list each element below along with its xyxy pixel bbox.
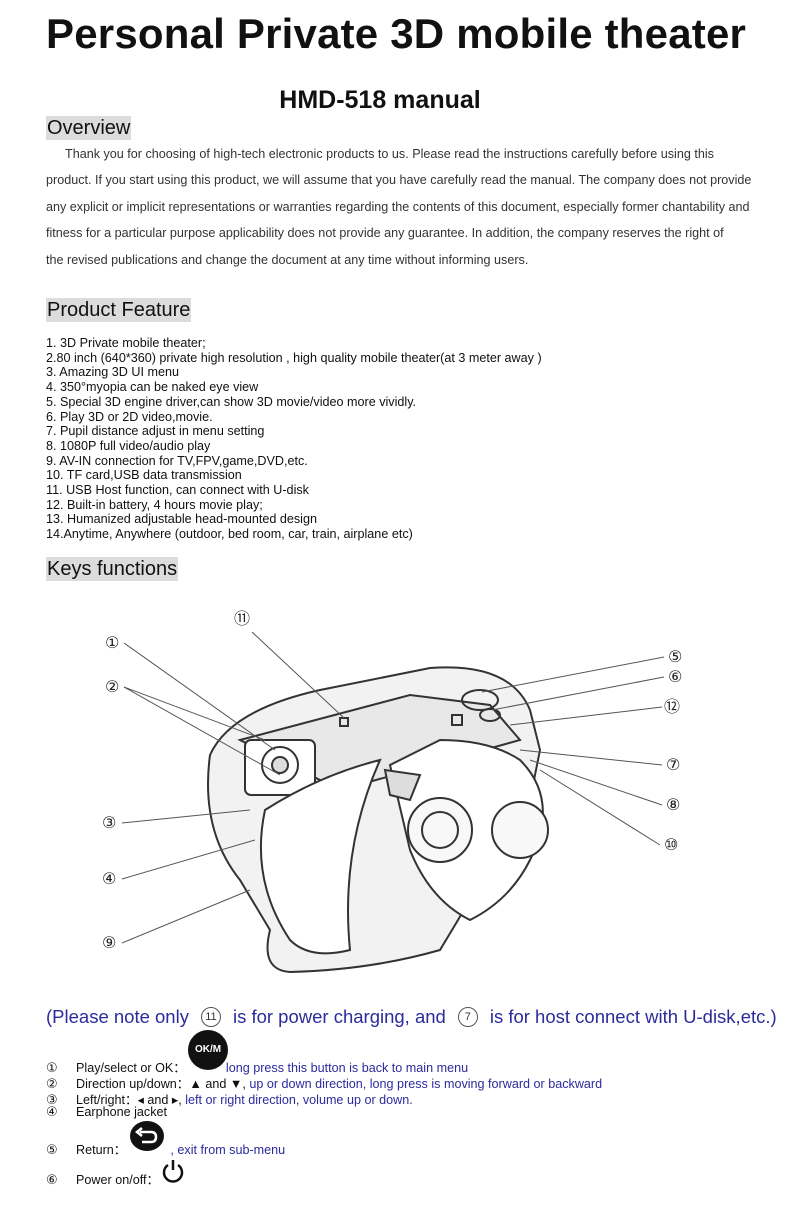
callout-4: ④ xyxy=(102,869,116,888)
callout-8: ⑧ xyxy=(666,795,680,814)
callout-9: ⑨ xyxy=(102,933,116,952)
key-row-4: ④ Earphone jacket xyxy=(46,1105,167,1120)
callout-2: ② xyxy=(105,677,119,696)
overview-line: Thank you for choosing of high-tech elec… xyxy=(65,147,714,161)
callout-7: ⑦ xyxy=(666,755,680,774)
feature-item: 9. AV-IN connection for TV,FPV,game,DVD,… xyxy=(46,453,308,468)
overview-heading: Overview xyxy=(46,116,132,140)
key-row-3: ③ Left/right：◂ and ▸, left or right direc… xyxy=(46,1089,413,1108)
feature-item: 2.80 inch (640*360) private high resolut… xyxy=(46,350,542,365)
key-description: , exit from sub-menu xyxy=(170,1143,286,1157)
power-icon xyxy=(162,1160,184,1183)
feature-item: 3. Amazing 3D UI menu xyxy=(46,365,179,380)
key-number: ① xyxy=(46,1061,58,1076)
note-text-1: (Please note only xyxy=(46,1006,189,1028)
key-label: Play/select or OK： xyxy=(76,1061,186,1075)
overview-line: product. If you start using this product… xyxy=(46,173,752,188)
key-number: ④ xyxy=(46,1105,58,1120)
feature-item: 12. Built-in battery, 4 hours movie play… xyxy=(46,497,263,512)
feature-item: 4. 350°myopia can be naked eye view xyxy=(46,380,259,395)
key-row-1: ① Play/select or OK： long press this butto… xyxy=(46,1057,468,1076)
key-label: Direction up/down：▲ and ▼, xyxy=(76,1077,246,1091)
key-description: long press this button is back to main m… xyxy=(225,1061,469,1075)
headset-diagram: ① ② ③ ④ ⑤ ⑥ ⑦ ⑧ ⑨ ⑩ ⑪ ⑫ xyxy=(102,609,682,974)
callout-leader-lines xyxy=(121,631,665,944)
key-number: ⑤ xyxy=(46,1143,58,1158)
feature-item: 5. Special 3D engine driver,can show 3D … xyxy=(46,394,417,409)
key-label: Power on/off： xyxy=(76,1173,160,1187)
headset-illustration xyxy=(207,666,549,974)
feature-item: 7. Pupil distance adjust in menu setting xyxy=(46,424,265,439)
callout-1: ① xyxy=(105,633,119,652)
feature-item: 1. 3D Private mobile theater; xyxy=(46,336,206,350)
port-11-icon: 11 xyxy=(200,1007,221,1028)
overview-line: any explicit or implicit representations… xyxy=(46,199,750,214)
key-row-2: ② Direction up/down：▲ and ▼, up or down d… xyxy=(46,1073,602,1092)
callout-11: ⑪ xyxy=(234,609,250,628)
feature-item: 8. 1080P full video/audio play xyxy=(46,438,211,453)
key-number: ③ xyxy=(46,1093,58,1108)
return-button-icon xyxy=(130,1121,164,1151)
key-number: ② xyxy=(46,1077,58,1092)
callout-12: ⑫ xyxy=(664,697,680,716)
feature-item: 6. Play 3D or 2D video,movie. xyxy=(46,409,213,424)
product-feature-heading: Product Feature xyxy=(46,298,192,322)
callout-labels: ① ② ③ ④ ⑤ ⑥ ⑦ ⑧ ⑨ ⑩ ⑪ ⑫ xyxy=(102,609,682,952)
callout-6: ⑥ xyxy=(668,667,682,686)
document-subtitle: HMD-518 manual xyxy=(279,86,481,114)
key-description: left or right direction, volume up or do… xyxy=(181,1093,413,1107)
callout-3: ③ xyxy=(102,813,116,832)
keys-functions-heading: Keys functions xyxy=(46,557,179,581)
key-label: Left/right：◂ and ▸, xyxy=(76,1093,182,1107)
note-text-2: is for power charging, and xyxy=(232,1006,446,1028)
key-row-5: ⑤ Return： , exit from sub-menu xyxy=(46,1139,285,1158)
callout-5: ⑤ xyxy=(668,647,682,666)
feature-item: 11. USB Host function, can connect with … xyxy=(46,483,309,498)
feature-item: 14.Anytime, Anywhere (outdoor, bed room,… xyxy=(46,527,413,542)
key-description: up or down direction, long press is movi… xyxy=(245,1077,603,1091)
feature-item: 13. Humanized adjustable head-mounted de… xyxy=(46,512,317,527)
ok-menu-button-icon: OK/M xyxy=(188,1030,228,1070)
port-7-icon: 7 xyxy=(457,1007,478,1028)
overview-line: the revised publications and change the … xyxy=(46,252,529,267)
charging-note: (Please note only 11 is for power charging… xyxy=(46,1005,777,1028)
key-label: Earphone jacket xyxy=(76,1105,168,1119)
key-number: ⑥ xyxy=(46,1173,58,1188)
document-title: Personal Private 3D mobile theater xyxy=(46,10,747,57)
key-row-6: ⑥ Power on/off： xyxy=(46,1169,159,1188)
key-label: Return： xyxy=(76,1143,127,1157)
overview-line: fitness for a particular purpose applica… xyxy=(46,226,724,241)
callout-10: ⑩ xyxy=(664,835,678,854)
note-text-3: is for host connect with U-disk,etc.) xyxy=(489,1006,777,1028)
feature-list: 1. 3D Private mobile theater; 2.80 inch … xyxy=(46,336,542,542)
feature-item: 10. TF card,USB data transmission xyxy=(46,468,242,483)
overview-text: Thank you for choosing of high-tech elec… xyxy=(46,141,768,273)
return-arrow-icon xyxy=(134,1127,158,1144)
